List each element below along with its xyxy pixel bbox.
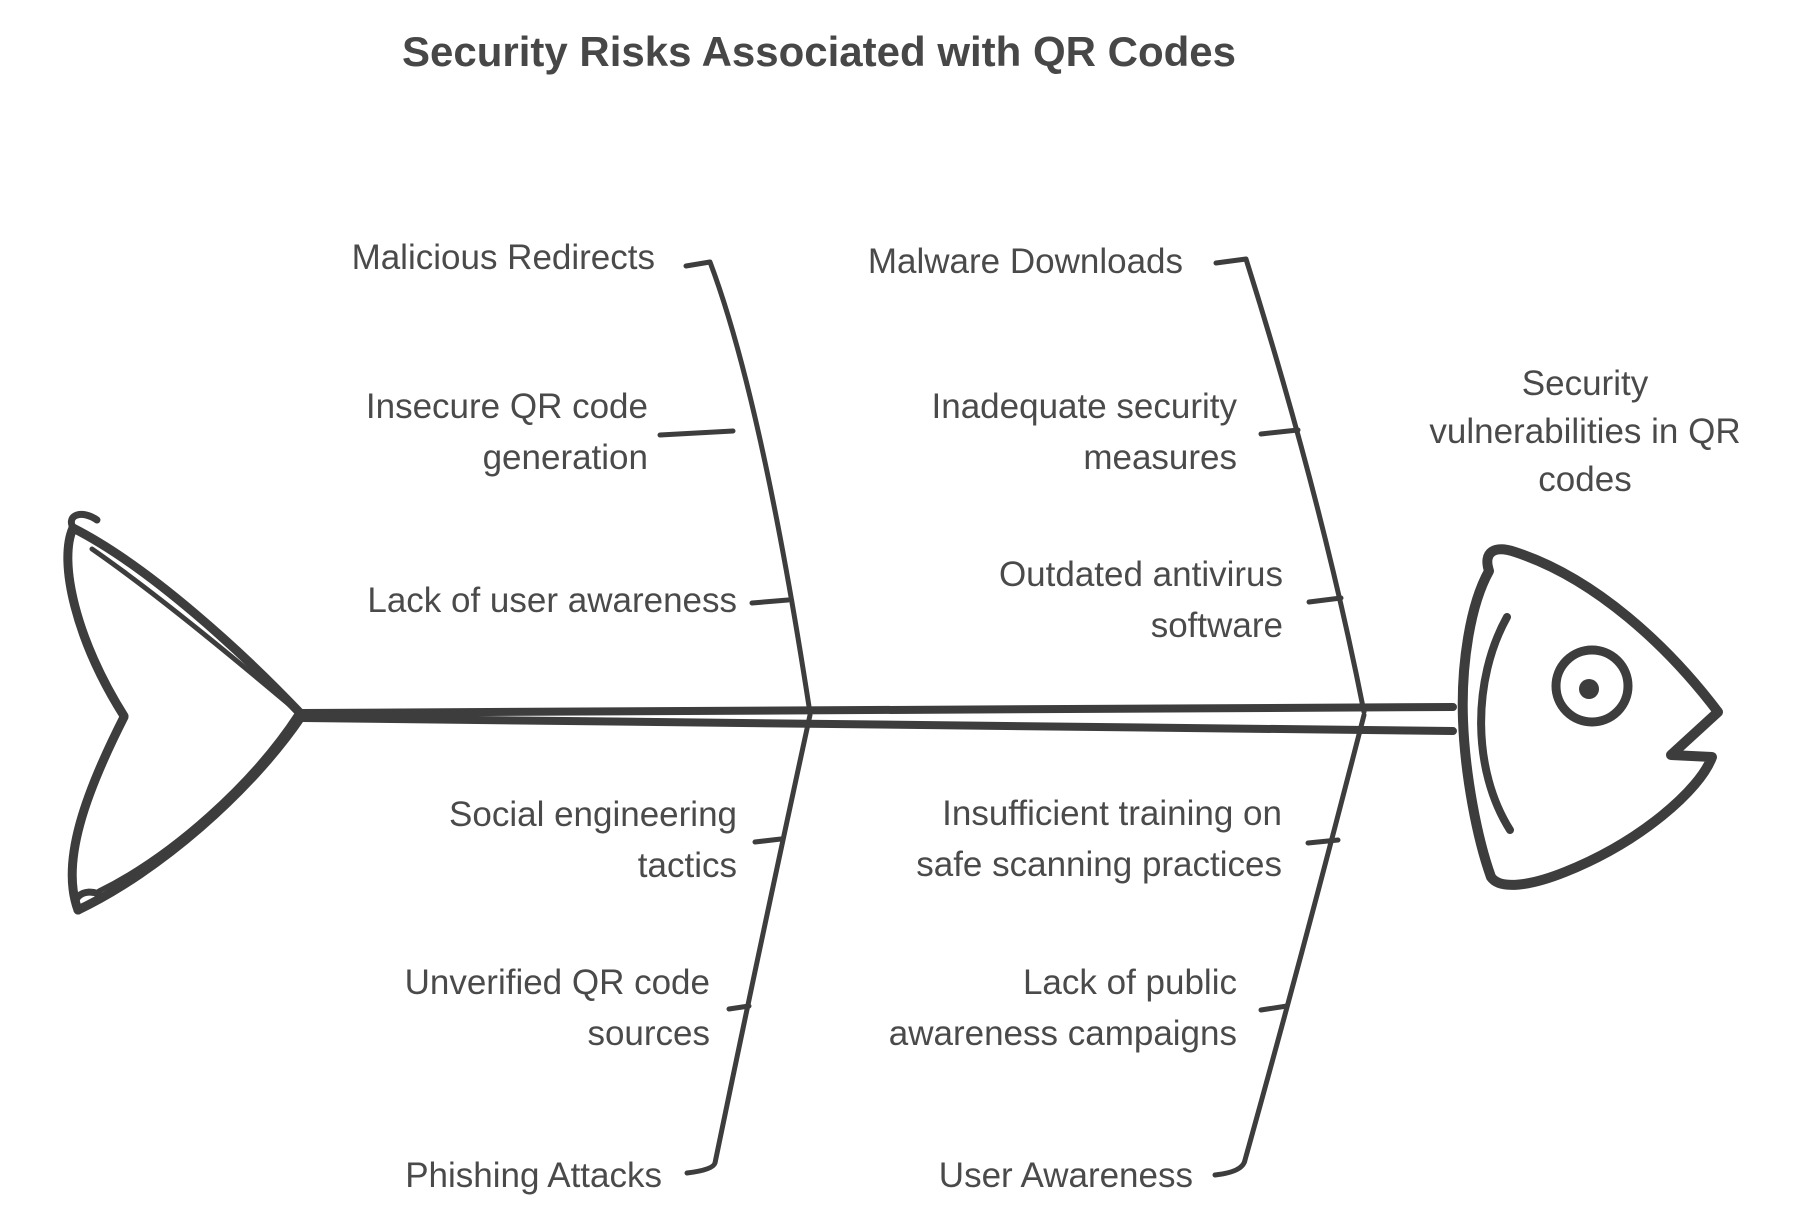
cause-label-line: generation (482, 438, 648, 477)
head-label-line: codes (1538, 460, 1632, 499)
cause-label-lack-user-awareness: Lack of user awareness (237, 575, 737, 626)
cause-label-social-engineering: Social engineering tactics (237, 789, 737, 891)
fish-eye-pupil (1579, 679, 1599, 699)
rib-bottom-right (1212, 712, 1367, 1178)
tail-lower-outer-edge (73, 712, 306, 915)
rib-bottom-left (684, 712, 813, 1176)
head-outline (1457, 544, 1723, 890)
fish-tail (63, 510, 306, 915)
tail-upper-outer-edge (68, 523, 306, 719)
cause-label-line: Phishing Attacks (405, 1156, 662, 1195)
cause-label-line: safe scanning practices (916, 845, 1282, 884)
label-tick (657, 428, 736, 438)
fish-eye (1551, 645, 1633, 727)
head-label-line: vulnerabilities in QR (1429, 412, 1741, 451)
cause-label-inadequate-security: Inadequate security measures (737, 381, 1237, 483)
cause-label-line: sources (587, 1014, 710, 1053)
label-tick (1258, 1003, 1290, 1013)
cause-label-insufficient-training: Insufficient training on safe scanning p… (762, 788, 1282, 890)
rib-top-left (657, 259, 813, 716)
tail-upper-left-edge (63, 523, 129, 721)
label-tick (726, 1003, 752, 1012)
gill-line (1477, 613, 1514, 834)
label-tick (1258, 427, 1301, 437)
cause-label-line: Lack of public (1022, 963, 1237, 1002)
cause-label-user-awareness: User Awareness (693, 1150, 1193, 1201)
cause-label-line: Malicious Redirects (351, 238, 655, 277)
cause-label-lack-public-awareness: Lack of public awareness campaigns (737, 957, 1237, 1059)
tail-upper-tip-curl (67, 510, 101, 532)
cause-label-phishing-attacks: Phishing Attacks (162, 1150, 662, 1201)
cause-label-unverified-sources: Unverified QR code sources (210, 957, 710, 1059)
tail-lower-left-edge (67, 712, 129, 915)
cause-label-line: tactics (637, 846, 737, 885)
cause-label-malicious-redirects: Malicious Redirects (155, 232, 655, 283)
cause-label-line: software (1150, 606, 1283, 645)
cause-label-line: Insecure QR code (365, 387, 648, 426)
cause-label-line: Outdated antivirus (998, 555, 1283, 594)
rib-line (1212, 712, 1367, 1178)
label-tick (752, 836, 784, 845)
cause-label-outdated-antivirus: Outdated antivirus software (783, 549, 1283, 651)
label-tick (1305, 837, 1341, 846)
cause-label-line: Malware Downloads (867, 242, 1183, 281)
head-label: Security vulnerabilities in QR codes (1365, 360, 1805, 504)
cause-label-line: awareness campaigns (888, 1014, 1237, 1053)
cause-label-malware-downloads: Malware Downloads (683, 236, 1183, 287)
spine-top-line (298, 703, 1457, 717)
fish-head (1457, 544, 1723, 890)
diagram-title: Security Risks Associated with QR Codes (401, 28, 1237, 75)
rib-line (684, 712, 813, 1176)
cause-label-line: Unverified QR code (404, 963, 710, 1002)
spine-bottom-line (298, 714, 1457, 735)
rib-line (1213, 256, 1367, 715)
label-tick (1306, 595, 1344, 605)
cause-label-line: Inadequate security (931, 387, 1237, 426)
cause-label-line: Lack of user awareness (367, 581, 737, 620)
label-tick (749, 597, 791, 606)
cause-label-line: Social engineering (449, 795, 737, 834)
cause-label-line: User Awareness (938, 1156, 1193, 1195)
tail-lower-tip-curl (72, 888, 103, 914)
cause-label-line: measures (1083, 438, 1237, 477)
cause-label-insecure-qr-generation: Insecure QR code generation (148, 381, 648, 483)
tail-lower-inner-edge (96, 711, 300, 894)
head-label-line: Security (1521, 364, 1649, 403)
rib-top-right (1213, 256, 1367, 715)
cause-label-line: Insufficient training on (942, 794, 1282, 833)
rib-line (683, 259, 813, 716)
tail-upper-inner-edge (89, 546, 301, 715)
fish-spine (298, 703, 1457, 735)
